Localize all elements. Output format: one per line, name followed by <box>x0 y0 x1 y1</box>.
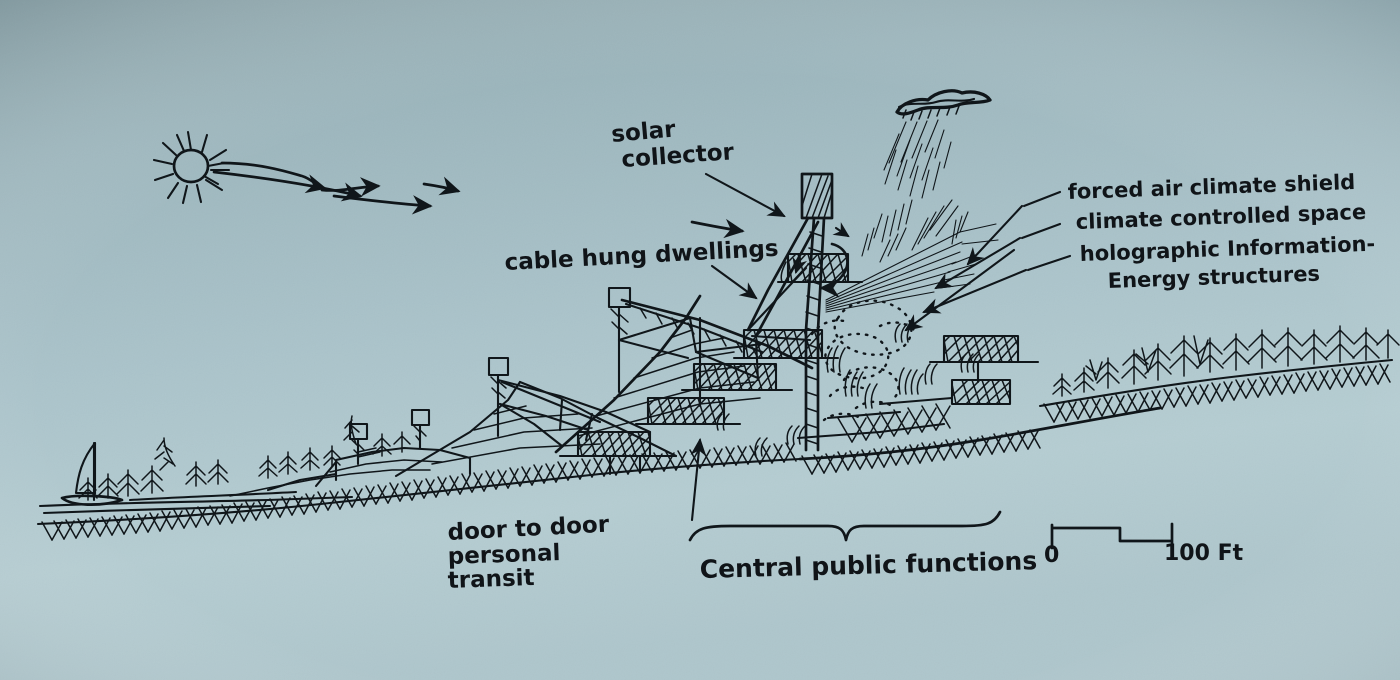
tree-cluster-left <box>78 415 411 501</box>
central-tower-mast <box>746 172 850 452</box>
label-climate-controlled: climate controlled space <box>1075 200 1366 234</box>
grass-tufts <box>716 323 980 457</box>
svg-text:forced air climate shield: forced air climate shield <box>1067 170 1355 204</box>
label-holographic: holographic Information- Energy structur… <box>1079 232 1375 293</box>
dwelling-mast-low <box>348 422 381 466</box>
label-solar-collector: solar collector <box>610 116 735 173</box>
central-functions-brace <box>688 510 1002 542</box>
rain-streaks <box>883 119 952 199</box>
scale-bar-labels: 0 100 Ft <box>1044 541 1244 568</box>
label-door-to-door: door to door personal transit <box>447 512 610 594</box>
svg-text:climate controlled space: climate controlled space <box>1075 200 1366 234</box>
svg-text:solar: solar <box>610 116 677 148</box>
svg-text:Energy structures: Energy structures <box>1107 262 1320 293</box>
central-public-ground <box>796 396 1162 475</box>
svg-text:transit: transit <box>447 565 535 594</box>
svg-text:100 Ft: 100 Ft <box>1164 541 1244 566</box>
sun-symbol <box>152 130 231 205</box>
solar-ray-arrows <box>212 161 745 239</box>
svg-text:cable hung dwellings: cable hung dwellings <box>504 236 779 276</box>
svg-text:personal: personal <box>447 540 561 570</box>
dwelling-mast-low2 <box>410 408 431 450</box>
scale-bar <box>1050 522 1174 550</box>
svg-text:0: 0 <box>1044 543 1059 568</box>
svg-text:holographic Information-: holographic Information- <box>1079 232 1375 266</box>
hatched-terrace-platforms <box>558 252 1040 476</box>
label-cable-hung-dwellings: cable hung dwellings <box>504 236 779 276</box>
label-central-public-functions: Central public functions <box>699 546 1037 584</box>
rain-cloud <box>895 89 992 121</box>
svg-text:Central public functions: Central public functions <box>699 546 1037 584</box>
annotation-leaders <box>690 172 1072 522</box>
label-forced-air: forced air climate shield <box>1067 170 1355 204</box>
tree-ridge-right <box>1038 325 1400 423</box>
cable-hung-dwelling-mid <box>394 356 678 478</box>
solar-collector-panel <box>800 172 834 220</box>
sailboat <box>60 441 124 506</box>
forced-air-fan-lines <box>825 199 999 313</box>
dwelling-low-left <box>229 446 472 497</box>
